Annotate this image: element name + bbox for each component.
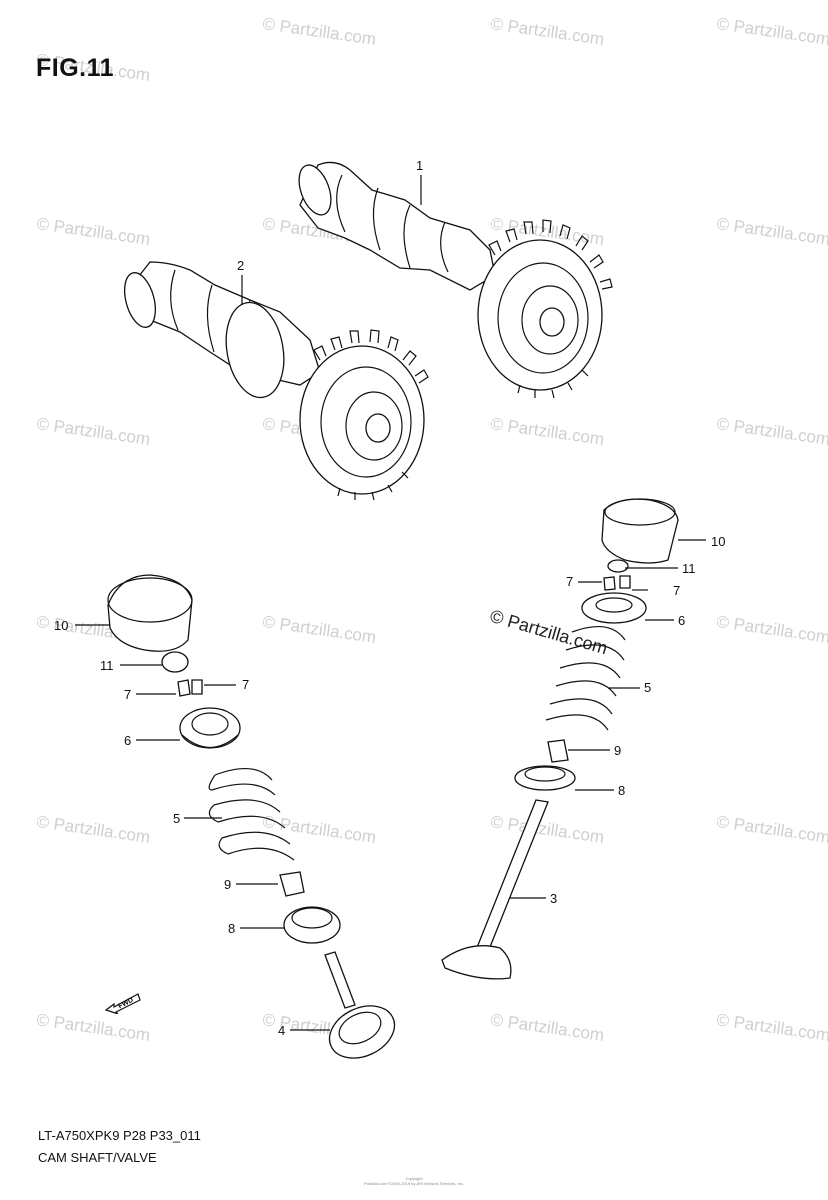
callout-10: 10 [711, 534, 725, 549]
callout-8: 8 [228, 921, 235, 936]
model-code: LT-A750XPK9 P28 P33_011 [38, 1128, 201, 1143]
callout-7: 7 [566, 574, 573, 589]
callout-11: 11 [100, 658, 114, 673]
callout-1: 1 [416, 158, 423, 173]
right-valve-train-drawing [441, 498, 679, 980]
camshaft-2-drawing [124, 261, 429, 501]
copyright-notice: Copyright Partzilla.com ©2004-2019 by AR… [0, 1176, 828, 1186]
camshaft-1-drawing [298, 161, 613, 399]
callout-9: 9 [614, 743, 621, 758]
callout-10: 10 [54, 618, 68, 633]
callout-8: 8 [618, 783, 625, 798]
fwd-arrow-icon: FWD [104, 993, 141, 1014]
callout-5: 5 [173, 811, 180, 826]
callout-9: 9 [224, 877, 231, 892]
fwd-label: FWD [117, 997, 134, 1011]
callout-11: 11 [682, 561, 696, 576]
left-valve-train-drawing [107, 574, 396, 1059]
copyright-line-2: Partzilla.com ©2004-2019 by ARI Network … [364, 1181, 464, 1186]
copyright-line-1: Copyright [405, 1176, 423, 1181]
callout-6: 6 [678, 613, 685, 628]
callout-2: 2 [237, 258, 244, 273]
callout-7: 7 [124, 687, 131, 702]
figure-title: FIG.11 [36, 54, 115, 82]
callout-3: 3 [550, 891, 557, 906]
callout-7: 7 [673, 583, 680, 598]
callout-6: 6 [124, 733, 131, 748]
callout-7: 7 [242, 677, 249, 692]
figure-caption: CAM SHAFT/VALVE [38, 1150, 157, 1165]
callout-5: 5 [644, 680, 651, 695]
callout-4: 4 [278, 1023, 285, 1038]
leader-lines [75, 175, 706, 1031]
